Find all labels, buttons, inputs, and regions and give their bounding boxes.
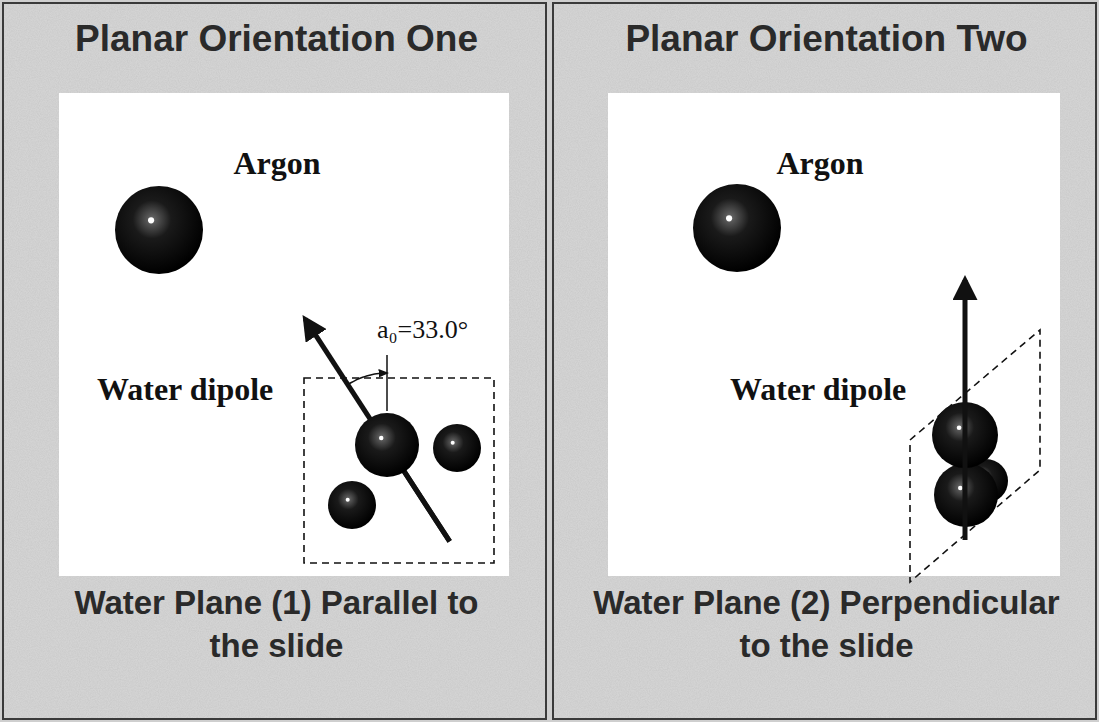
angle-arc	[348, 373, 387, 385]
dipole-label: Water dipole	[97, 371, 273, 408]
water-plane	[304, 378, 494, 563]
figure-panel: ArgonWater dipole Planar Orientation TwoW…	[552, 2, 1097, 720]
argon-atom	[115, 186, 203, 274]
hydrogen-atom	[433, 424, 481, 472]
dipole-label: Water dipole	[730, 371, 906, 408]
reference-line	[386, 355, 388, 411]
angle-label: a₀=33.0°	[377, 315, 468, 345]
highlight	[346, 498, 350, 502]
panel-title: Planar Orientation Two	[625, 18, 1027, 60]
atom-label: Argon	[233, 145, 320, 182]
panel-caption: Water Plane (2) Perpendicular to the sli…	[592, 582, 1062, 668]
panel-caption: Water Plane (1) Parallel to the slide	[62, 582, 492, 668]
highlight	[957, 425, 962, 430]
panel-title: Planar Orientation One	[75, 18, 478, 60]
highlight	[451, 441, 455, 445]
highlight	[379, 436, 383, 440]
highlight	[148, 217, 154, 223]
figure-area: ArgonWater dipole	[608, 93, 1060, 576]
figure-area: ArgonWater dipole a₀=33.0°	[59, 93, 509, 576]
dipole-arrow	[963, 280, 968, 540]
atom-label: Argon	[776, 145, 863, 182]
hydrogen-atom	[328, 481, 376, 529]
highlight	[726, 215, 732, 221]
argon-atom	[693, 184, 781, 272]
oxygen-atom	[355, 413, 419, 477]
highlight	[958, 486, 962, 490]
water-plane	[910, 330, 1040, 582]
figure-panel: ArgonWater dipole a₀=33.0° Planar Orientat…	[2, 2, 547, 720]
dipole-arrow	[305, 319, 449, 541]
